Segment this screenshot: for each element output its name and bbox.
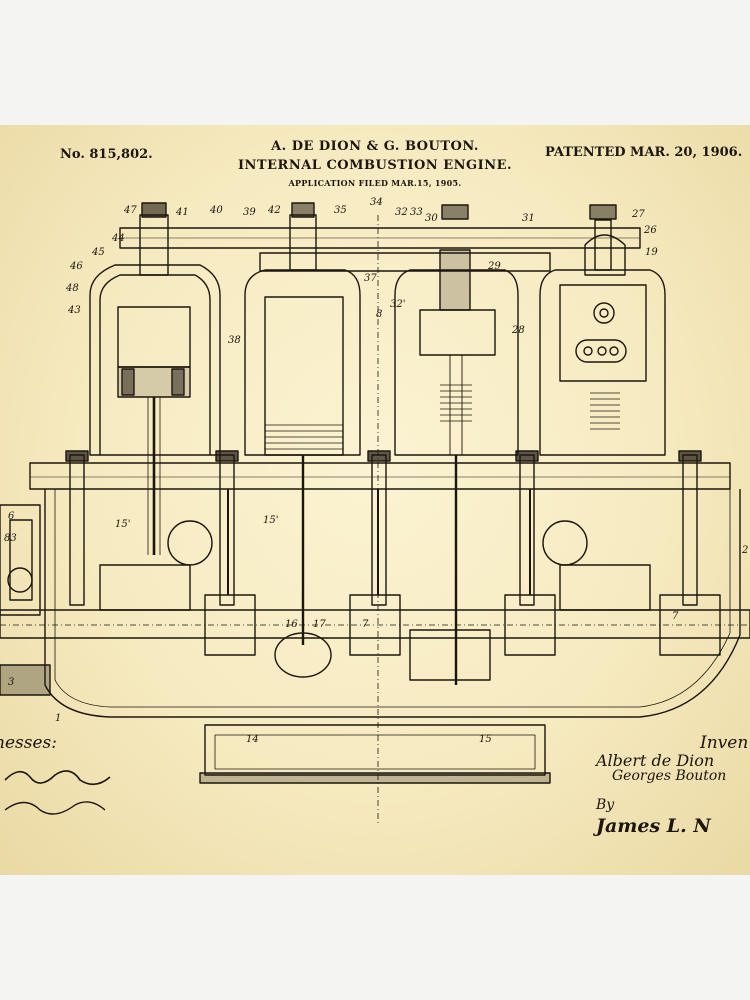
application-filed: APPLICATION FILED MAR.15, 1905.	[288, 178, 462, 188]
reference-numeral: 35	[334, 205, 347, 216]
cylinder-1	[89, 202, 221, 555]
reference-numeral: 19	[645, 247, 658, 258]
reference-numeral: 83	[4, 533, 17, 544]
reference-numeral: 32	[395, 207, 408, 218]
reference-numeral: 15'	[263, 515, 278, 526]
inventor-signature-1: Albert de Dion	[596, 751, 715, 770]
reference-numeral: 15'	[115, 519, 130, 530]
reference-numeral: 31	[522, 213, 535, 224]
attorney-signature: James L. N	[596, 815, 711, 837]
reference-numeral: 6	[8, 511, 15, 522]
reference-numeral: 14	[246, 734, 259, 745]
witnesses-label: nesses:	[0, 733, 57, 753]
reference-numeral: 29	[487, 261, 501, 272]
patent-date: PATENTED MAR. 20, 1906.	[545, 145, 743, 160]
reference-numeral: 2	[741, 545, 748, 556]
reference-numeral: 37	[364, 273, 377, 284]
witness-signatures	[4, 770, 111, 815]
accessory-drive	[0, 504, 51, 696]
cylinder-studs	[65, 450, 702, 606]
by-label: By	[596, 797, 615, 813]
crankcase	[44, 489, 741, 784]
reference-numeral: 39	[243, 207, 256, 218]
patent-number: No. 815,802.	[60, 147, 153, 162]
inventors-heading: A. DE DION & G. BOUTON.	[271, 139, 479, 154]
reference-numeral: 28	[511, 325, 525, 336]
patent-title: INTERNAL COMBUSTION ENGINE.	[237, 158, 513, 173]
crankshaft	[0, 520, 750, 681]
reference-numeral: 27	[631, 209, 645, 220]
reference-numeral: 43	[67, 305, 81, 316]
reference-numeral: 26	[643, 225, 657, 236]
reference-numeral: 42	[267, 205, 281, 216]
reference-numeral: 47	[123, 205, 137, 216]
inventor-signature-2: Georges Bouton	[612, 768, 727, 784]
reference-numeral: 38	[228, 335, 241, 346]
reference-numeral: 44	[111, 233, 125, 244]
reference-numeral: 40	[209, 205, 223, 216]
reference-numeral: 7	[672, 611, 679, 622]
reference-numeral: 30	[425, 213, 438, 224]
engine-drawing: 4741403942353432333031272619444546484338…	[0, 197, 750, 825]
reference-numeral: 3	[8, 677, 14, 688]
reference-numeral: 48	[65, 283, 79, 294]
reference-numeral: 32'	[390, 299, 405, 310]
reference-numeral: 7	[362, 619, 369, 630]
reference-numeral: 46	[69, 261, 83, 272]
cylinder-2	[244, 202, 361, 645]
cylinder-4	[539, 204, 666, 456]
rocker-shaft	[119, 227, 641, 272]
reference-numeral: 15	[479, 734, 492, 745]
reference-numeral: 16	[285, 619, 298, 630]
reference-numeral: 34	[370, 197, 383, 208]
reference-numeral: 33	[410, 207, 423, 218]
reference-numeral: 8	[376, 309, 382, 320]
reference-numeral: 1	[55, 713, 61, 724]
reference-numeral: 17	[313, 619, 326, 630]
reference-numeral: 41	[175, 207, 189, 218]
reference-numeral: 45	[91, 247, 105, 258]
cylinder-3	[394, 204, 519, 685]
inventors-label: Inven	[700, 733, 749, 753]
